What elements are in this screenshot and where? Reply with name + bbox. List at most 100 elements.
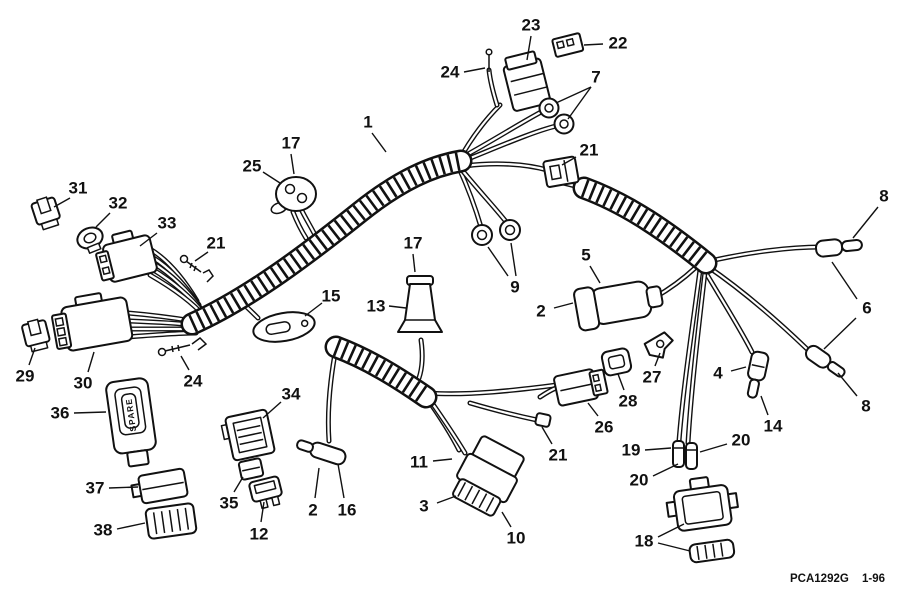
clip-31 (30, 196, 61, 231)
callout-34: 34 (282, 385, 301, 404)
leader-line-29 (28, 347, 36, 366)
rubber-boot-13-17 (397, 275, 443, 333)
callout-21-left: 21 (207, 234, 226, 253)
fuse-holder-18 (665, 476, 739, 532)
callout-27: 27 (643, 368, 662, 387)
callout-14: 14 (764, 417, 783, 436)
connector-30 (51, 292, 134, 352)
lower-harness-tube (327, 338, 435, 406)
leader-line-18 (657, 523, 685, 538)
leader-line-32 (95, 212, 111, 228)
harness-tubes (180, 149, 718, 409)
leader-line-20-a (699, 443, 728, 453)
callout-17-mid: 17 (404, 234, 423, 253)
callout-21-bottom: 21 (549, 446, 568, 465)
callout-32: 32 (109, 194, 128, 213)
callout-5: 5 (581, 246, 590, 265)
leader-line-5 (589, 265, 601, 284)
grommet-17-25 (270, 176, 317, 215)
bullet-connector-8-bottom (804, 344, 846, 378)
callout-17-top: 17 (282, 134, 301, 153)
terminal-16-2 (296, 439, 347, 466)
callout-13: 13 (367, 297, 386, 316)
leader-line-21-top (561, 156, 577, 166)
callout-35: 35 (220, 494, 239, 513)
leader-line-37 (108, 486, 139, 489)
wire-21-stub-end (534, 412, 552, 428)
callout-25: 25 (243, 157, 262, 176)
leader-line-24-top (463, 67, 486, 73)
callout-8-bottom: 8 (861, 397, 870, 416)
spare-label: SPARE (124, 398, 139, 433)
connector-26 (553, 368, 609, 407)
callout-6: 6 (862, 299, 871, 318)
bracket-27 (643, 331, 674, 359)
leader-line-30 (87, 351, 95, 373)
callout-1: 1 (363, 113, 372, 132)
leader-line-27 (654, 352, 661, 367)
callout-26: 26 (595, 418, 614, 437)
grommet-28 (600, 347, 633, 377)
leader-line-22 (583, 43, 604, 46)
callout-4: 4 (713, 364, 723, 383)
screw-24-left (157, 337, 208, 357)
leader-line-2-bottom (314, 467, 320, 499)
footer-code: PCA1292G (790, 573, 849, 585)
relay-36: SPARE (105, 377, 157, 468)
leader-line-9 (510, 242, 517, 277)
callout-16: 16 (338, 501, 357, 520)
main-harness-tube (188, 152, 463, 333)
leader-line-17-mid (412, 253, 416, 273)
pin-24 (485, 48, 493, 72)
leader-line-18 (657, 542, 691, 552)
leader-line-25 (262, 171, 281, 184)
connector-11-3-10 (452, 435, 525, 517)
leader-line-31 (53, 197, 71, 208)
clip-29 (21, 318, 51, 353)
leader-line-16 (337, 463, 345, 499)
components: SPARE (21, 32, 863, 564)
callout-37: 37 (86, 479, 105, 498)
upper-right-harness-tube (580, 179, 712, 270)
callout-20-b: 20 (630, 471, 649, 490)
leader-line-10 (501, 511, 512, 528)
callout-21-top: 21 (580, 141, 599, 160)
callout-24-left: 24 (184, 372, 203, 391)
callout-8-top: 8 (879, 187, 888, 206)
leader-line-7 (555, 86, 592, 104)
part-38 (144, 502, 198, 540)
wire-end-sleeves-19-20 (672, 440, 698, 470)
leader-line-34 (262, 401, 282, 419)
callout-31: 31 (69, 179, 88, 198)
leader-line-2-mid (553, 302, 574, 309)
leader-line-23 (526, 35, 532, 61)
leader-line-13 (388, 305, 407, 309)
callout-38: 38 (94, 521, 113, 540)
ring-terminal-9b (499, 219, 521, 241)
callout-3: 3 (419, 497, 428, 516)
leader-line-14 (760, 395, 769, 416)
leader-line-26 (587, 402, 599, 417)
leader-line-8-bottom (837, 372, 858, 397)
screw-21-left (179, 254, 214, 283)
bullet-connector-8-top (814, 238, 863, 258)
callout-2-bottom: 2 (308, 501, 317, 520)
leader-line-38 (116, 522, 146, 530)
leader-line-36 (73, 411, 107, 414)
callout-23: 23 (522, 16, 541, 35)
leader-line-21-left (194, 251, 209, 262)
cylinder-connector-5 (573, 280, 664, 332)
leader-line-8-top (852, 206, 879, 239)
leader-line-24-left (180, 355, 190, 371)
leader-line-21-bottom (541, 426, 553, 445)
footer-date: 1-96 (862, 573, 885, 585)
inline-fuse-4 (746, 350, 770, 399)
connector-21-top (542, 155, 580, 188)
callout-22: 22 (609, 34, 628, 53)
footer: PCA1292G 1-96 (790, 573, 885, 585)
leader-line-17-top (290, 153, 295, 175)
callout-9: 9 (510, 278, 519, 297)
callout-33: 33 (158, 214, 177, 233)
